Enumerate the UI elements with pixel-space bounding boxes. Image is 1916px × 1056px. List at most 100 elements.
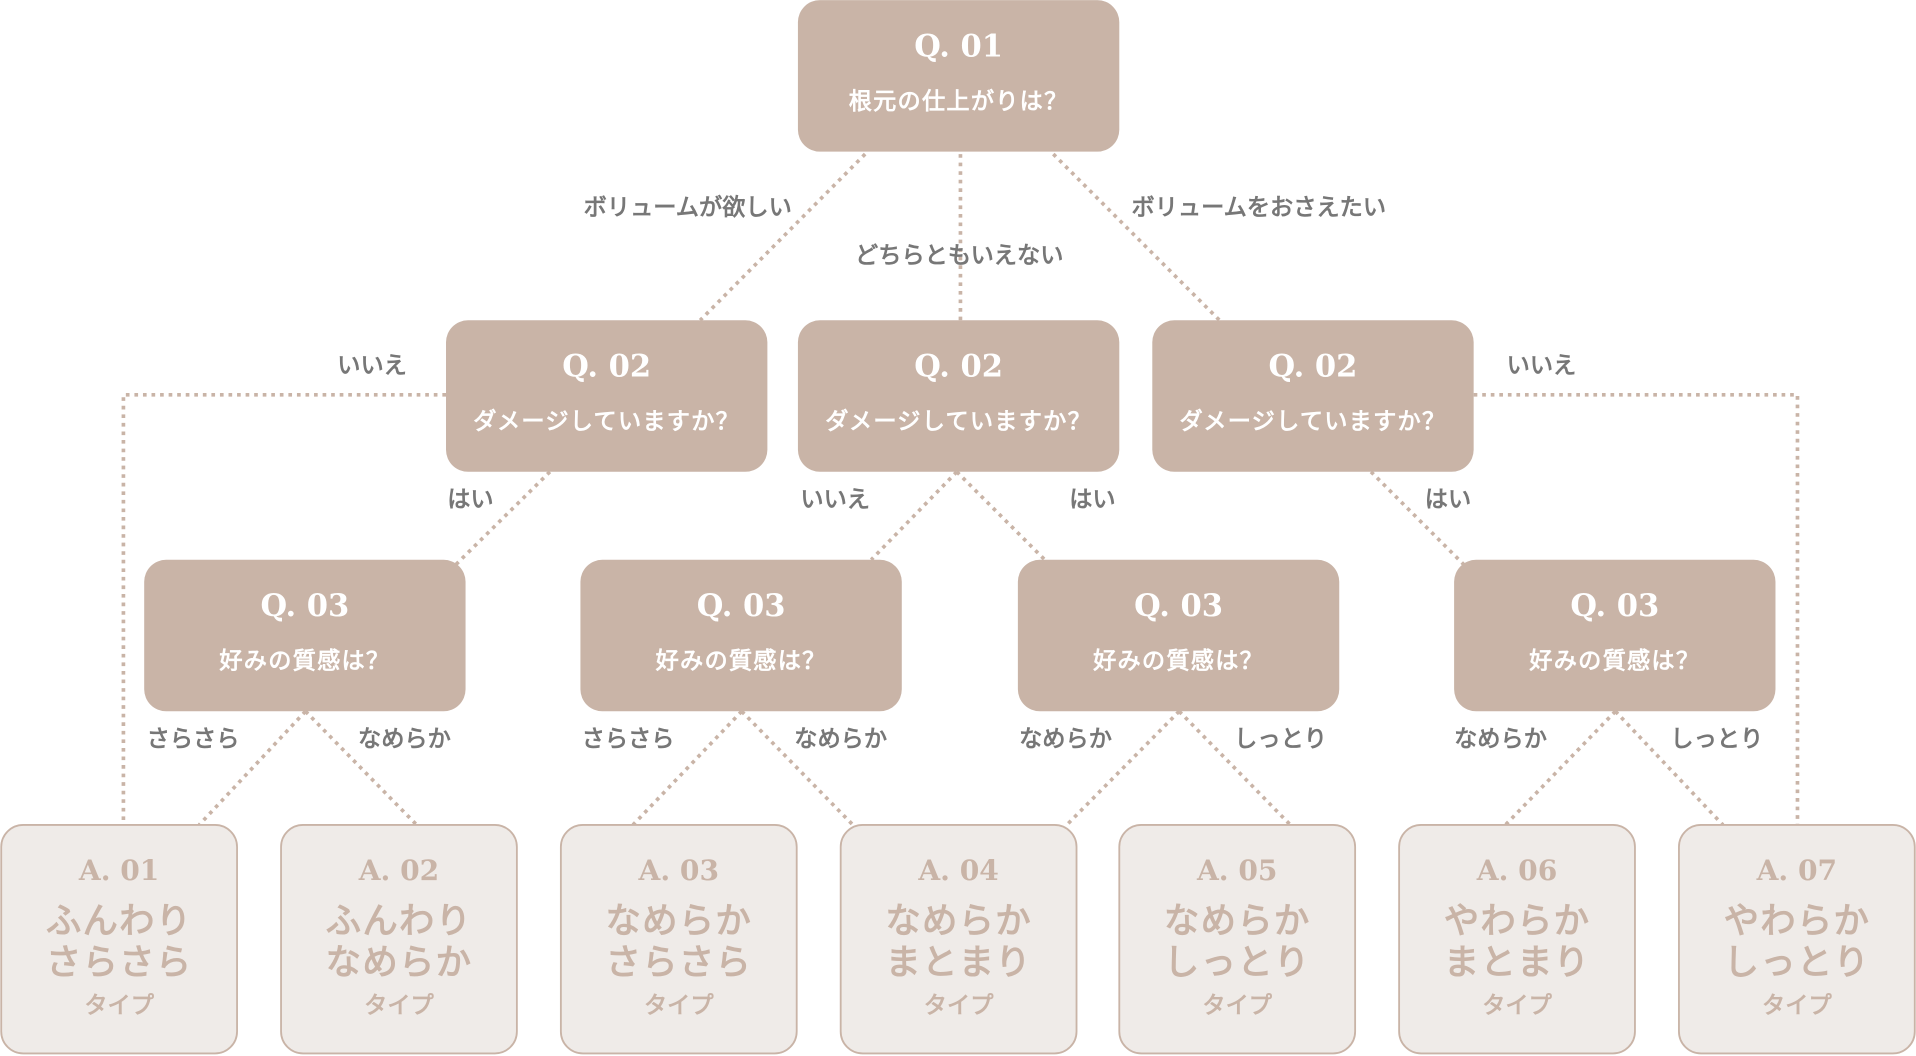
question-q2: Q. 02 ダメージしていますか？ (446, 320, 768, 472)
answer-box (1398, 824, 1636, 1055)
answer-line1: やわらか (1724, 900, 1871, 941)
branch-label: どちらともいえない (855, 242, 1063, 269)
branch-label: なめらか (1019, 726, 1112, 753)
question-text: ダメージしていますか？ (473, 408, 740, 435)
answer-number: A. 06 (1476, 854, 1557, 887)
branch-label: はい (1069, 486, 1115, 513)
answer-line1: ふんわり (326, 900, 473, 941)
answer-line1: なめらか (1164, 900, 1311, 941)
answer-type: タイプ (1482, 992, 1552, 1019)
branch-label: なめらか (358, 726, 451, 753)
question-box (144, 559, 466, 712)
branch-label: はい (1425, 486, 1471, 513)
question-box (1152, 320, 1474, 472)
answer-box (280, 824, 518, 1055)
answer-number: A. 05 (1196, 854, 1277, 887)
question-number: Q. 03 (697, 588, 786, 624)
dotted-connector (955, 470, 1047, 562)
dotted-connector (1473, 392, 1800, 825)
question-number: Q. 02 (914, 348, 1003, 384)
question-number: Q. 03 (1134, 588, 1223, 624)
answer-type: タイプ (1202, 992, 1272, 1019)
question-number: Q. 02 (562, 348, 651, 384)
question-text: 根元の仕上がりは？ (849, 88, 1069, 115)
branch-label: さらさら (582, 726, 675, 753)
answer-box (1118, 824, 1357, 1055)
question-q2: Q. 02 ダメージしていますか？ (797, 320, 1120, 472)
branch-label: はい (447, 486, 493, 513)
answer-type: タイプ (84, 992, 154, 1019)
answer-line2: しっとり (1724, 942, 1871, 983)
question-q2: Q. 02 ダメージしていますか？ (1152, 320, 1474, 472)
answer-number: A. 01 (78, 854, 159, 887)
dotted-connector (121, 392, 447, 825)
branch-label: ボリュームをおさえたい (1132, 194, 1387, 221)
answer-number: A. 03 (638, 854, 719, 887)
answer-line1: なめらか (605, 900, 752, 941)
question-q3: Q. 03 好みの質感は？ (1017, 559, 1340, 712)
answer-line1: なめらか (885, 900, 1032, 941)
dotted-connector (304, 710, 418, 827)
question-number: Q. 01 (914, 28, 1003, 64)
branch-label: しっとり (1234, 726, 1327, 753)
dotted-connector (631, 710, 744, 827)
question-q1: Q. 01 根元の仕上がりは？ (797, 0, 1120, 152)
question-q3: Q. 03 好みの質感は？ (1454, 559, 1776, 712)
branch-labels: ボリュームが欲しいどちらともいえないボリュームをおさえたいいいえはいいいえはいい… (147, 194, 1764, 753)
dotted-connector (1614, 710, 1725, 827)
dotted-connector (869, 470, 959, 562)
question-q3: Q. 03 好みの質感は？ (580, 559, 902, 712)
question-text: ダメージしていますか？ (825, 408, 1092, 435)
dotted-connector (1504, 710, 1617, 827)
question-text: 好みの質感は？ (1092, 648, 1264, 675)
question-box (1454, 559, 1776, 712)
branch-label: さらさら (147, 726, 240, 753)
dotted-connector (740, 710, 855, 827)
answer-box (839, 824, 1078, 1055)
answer-line2: さらさら (605, 942, 752, 983)
answer-line2: まとまり (885, 942, 1032, 983)
question-text: 好みの質感は？ (218, 648, 390, 675)
branch-label: なめらか (794, 726, 887, 753)
question-number: Q. 02 (1269, 348, 1358, 384)
question-box (580, 559, 902, 712)
dotted-connector (1052, 152, 1221, 322)
answer-line2: さらさら (46, 942, 193, 983)
answer-line1: やわらか (1444, 900, 1591, 941)
answer-box (0, 824, 238, 1055)
question-number: Q. 03 (260, 588, 349, 624)
branch-label: いいえ (337, 352, 407, 379)
answer-number: A. 02 (358, 854, 439, 887)
branch-label: いいえ (800, 486, 870, 513)
question-box (1017, 559, 1340, 712)
question-text: ダメージしていますか？ (1180, 408, 1447, 435)
question-text: 好みの質感は？ (1528, 648, 1700, 675)
answer-line2: なめらか (326, 942, 473, 983)
question-box (446, 320, 768, 472)
question-box (797, 0, 1120, 152)
question-q3: Q. 03 好みの質感は？ (144, 559, 466, 712)
dotted-connector (1177, 710, 1292, 827)
dotted-connector (197, 710, 307, 827)
answer-line2: しっとり (1164, 942, 1311, 983)
dotted-connector (698, 152, 867, 322)
connectors (121, 152, 1800, 827)
answer-number: A. 04 (917, 854, 998, 887)
branch-label: ボリュームが欲しい (584, 194, 792, 221)
question-text: 好みの質感は？ (655, 648, 827, 675)
answer-box (1678, 824, 1916, 1055)
branch-label: いいえ (1507, 352, 1577, 379)
question-number: Q. 03 (1570, 588, 1659, 624)
branch-label: しっとり (1670, 726, 1763, 753)
question-box (797, 320, 1120, 472)
answer-box (559, 824, 798, 1055)
